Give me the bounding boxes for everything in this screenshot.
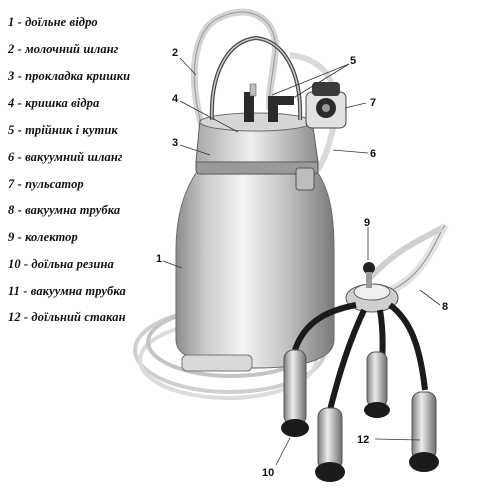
legend-item-4: 4 - кришка відра bbox=[8, 96, 100, 110]
callout-8: 8 bbox=[442, 301, 448, 313]
callout-9: 9 bbox=[364, 217, 370, 229]
legend-item-3: 3 - прокладка кришки bbox=[8, 69, 131, 83]
bucket-handle bbox=[209, 35, 303, 121]
callout-12: 12 bbox=[357, 434, 369, 446]
legend-item-9: 9 - колектор bbox=[8, 230, 78, 244]
legend-item-2: 2 - молочний шланг bbox=[8, 42, 119, 56]
bucket-stand bbox=[181, 354, 253, 372]
lid-clamp bbox=[295, 167, 315, 191]
milking-cluster bbox=[281, 222, 449, 482]
legend-item-10: 10 - доїльна резина bbox=[8, 257, 114, 271]
legend-item-6: 6 - вакуумний шланг bbox=[8, 150, 123, 164]
legend-item-8: 8 - вакуумна трубка bbox=[8, 203, 121, 217]
tee-and-elbow-fittings bbox=[244, 83, 294, 122]
callout-1: 1 bbox=[156, 253, 162, 265]
legend-item-7: 7 - пульсатор bbox=[8, 177, 84, 191]
callout-7: 7 bbox=[370, 97, 376, 109]
callout-10: 10 bbox=[262, 467, 274, 479]
callout-3: 3 bbox=[172, 137, 178, 149]
callout-lines bbox=[162, 57, 441, 466]
callout-5: 5 bbox=[350, 55, 356, 67]
callout-6: 6 bbox=[370, 148, 376, 160]
teat-cup bbox=[364, 351, 390, 418]
legend-item-1: 1 - доїльне відро bbox=[8, 15, 98, 29]
teat-cup bbox=[315, 407, 345, 482]
legend-item-5: 5 - трійник і кутик bbox=[8, 123, 118, 137]
callout-2: 2 bbox=[172, 47, 178, 59]
bucket-body bbox=[175, 169, 335, 369]
callout-numbers: 1 2 3 4 5 6 7 8 9 10 12 bbox=[156, 47, 448, 479]
teat-cup bbox=[409, 391, 439, 472]
pulsator bbox=[305, 82, 347, 129]
legend-item-11: 11 - вакуумна трубка bbox=[8, 284, 126, 298]
teat-cup bbox=[281, 349, 309, 437]
callout-4: 4 bbox=[172, 93, 179, 105]
legend-item-12: 12 - доїльний стакан bbox=[8, 310, 126, 324]
